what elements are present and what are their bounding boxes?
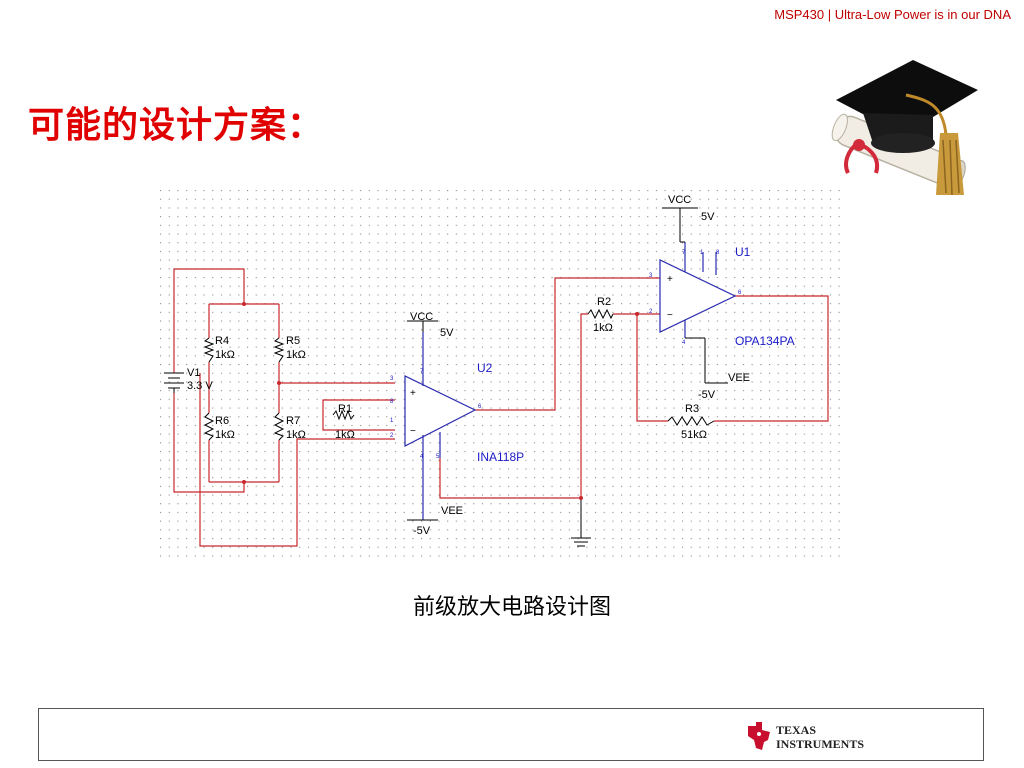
r1-label: R1 xyxy=(338,403,352,415)
r5-label: R5 xyxy=(286,335,300,347)
svg-text:4: 4 xyxy=(682,340,686,346)
svg-text:6: 6 xyxy=(478,404,482,410)
svg-text:3: 3 xyxy=(390,376,394,382)
svg-text:5: 5 xyxy=(436,454,440,460)
tagline: MSP430 | Ultra-Low Power is in our DNA xyxy=(774,7,1011,22)
r4-label: R4 xyxy=(215,335,229,347)
vee-right-label: VEE xyxy=(728,372,750,384)
schematic-caption: 前级放大电路设计图 xyxy=(412,595,611,620)
vcc-mid-voltage: 5V xyxy=(440,327,454,339)
svg-text:8: 8 xyxy=(390,399,394,405)
r6-value: 1kΩ xyxy=(215,429,235,441)
svg-text:1: 1 xyxy=(390,418,394,424)
svg-text:+: + xyxy=(667,274,673,285)
svg-text:7: 7 xyxy=(682,250,686,256)
r7-label: R7 xyxy=(286,415,300,427)
svg-text:2: 2 xyxy=(390,433,394,439)
vcc-top-label: VCC xyxy=(668,194,691,206)
r3-label: R3 xyxy=(685,403,699,415)
v1-label: V1 xyxy=(187,367,200,379)
v1-value: 3.3 V xyxy=(187,380,213,392)
components xyxy=(404,242,737,520)
vcc-mid-label: VCC xyxy=(410,311,433,323)
svg-text:2: 2 xyxy=(649,309,653,315)
texas-instruments-logo: TEXAS INSTRUMENTS xyxy=(748,722,864,751)
footer-bar xyxy=(38,708,984,761)
r5-value: 1kΩ xyxy=(286,349,306,361)
u1-part: OPA134PA xyxy=(735,334,795,348)
svg-text:4: 4 xyxy=(420,454,424,460)
logo-line2: INSTRUMENTS xyxy=(776,737,864,751)
vee-right-voltage: -5V xyxy=(698,389,716,401)
r7-value: 1kΩ xyxy=(286,429,306,441)
svg-text:−: − xyxy=(410,426,416,437)
graduation-cap-image xyxy=(831,60,978,196)
svg-text:6: 6 xyxy=(738,290,742,296)
logo-line1: TEXAS xyxy=(776,723,816,737)
r4-value: 1kΩ xyxy=(215,349,235,361)
svg-text:1: 1 xyxy=(700,250,704,256)
r1-value: 1kΩ xyxy=(335,429,355,441)
u1-label: U1 xyxy=(735,245,751,259)
u2-part: INA118P xyxy=(477,450,524,464)
svg-text:−: − xyxy=(667,310,673,321)
circuit-schematic: 3 2 7 1 8 6 4 + − 3 8 1 2 7 6 4 5 + − VC… xyxy=(160,190,846,558)
vcc-top-voltage: 5V xyxy=(701,211,715,223)
page-title: 可能的设计方案： xyxy=(28,105,325,146)
r2-label: R2 xyxy=(597,296,611,308)
r3-value: 51kΩ xyxy=(681,429,707,441)
svg-text:3: 3 xyxy=(649,273,653,279)
vee-mid-label: VEE xyxy=(441,505,463,517)
u2-label: U2 xyxy=(477,361,493,375)
r2-value: 1kΩ xyxy=(593,322,613,334)
svg-text:7: 7 xyxy=(420,369,424,375)
r6-label: R6 xyxy=(215,415,229,427)
svg-text:8: 8 xyxy=(716,250,720,256)
vee-mid-voltage: -5V xyxy=(413,525,431,537)
svg-text:+: + xyxy=(410,388,416,399)
